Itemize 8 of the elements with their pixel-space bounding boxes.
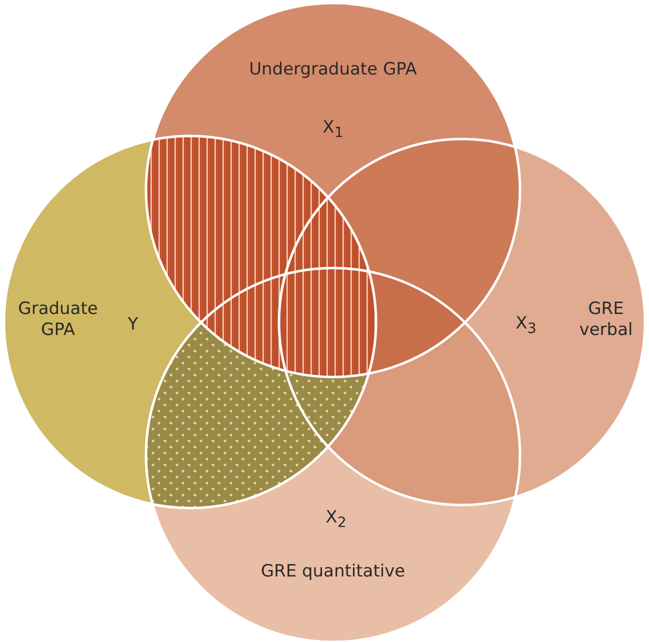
variable-label: X$_{1}$ — [322, 117, 344, 143]
variable-label: Y — [126, 314, 140, 336]
node-label: GRE verbal — [578, 298, 634, 342]
node-label: Undergraduate GPA — [248, 59, 418, 81]
variable-label: X$_{2}$ — [324, 507, 348, 533]
node-label: GRE quantitative — [260, 561, 406, 583]
variable-label: X$_{3}$ — [514, 313, 538, 339]
node-label: Graduate GPA — [17, 298, 99, 342]
